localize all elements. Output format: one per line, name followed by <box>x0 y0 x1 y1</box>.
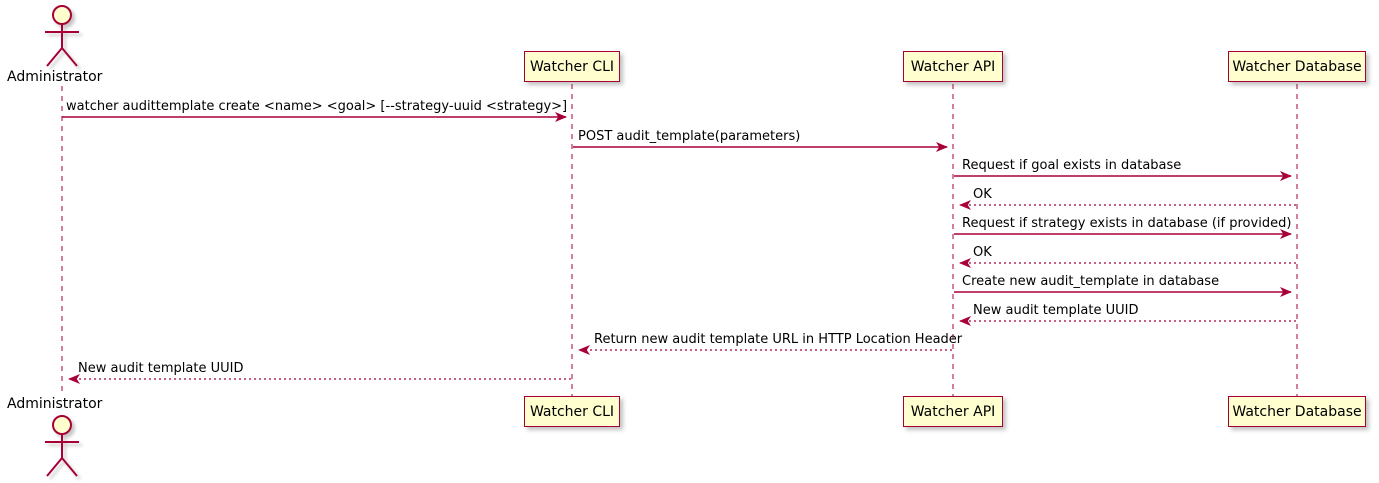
participant-box-api-top[interactable]: Watcher API <box>903 51 1003 82</box>
participant-label-db-bottom: Watcher Database <box>1232 403 1362 420</box>
participant-label-cli-bottom: Watcher CLI <box>529 403 615 420</box>
message-label-3: Request if goal exists in database <box>962 158 1182 173</box>
actor-label-administrator-top: Administrator <box>7 69 103 85</box>
actor-administrator-bottom <box>45 415 79 477</box>
participant-label-api-bottom: Watcher API <box>910 403 996 420</box>
message-label-10: New audit template UUID <box>78 361 244 376</box>
participant-label-api-top: Watcher API <box>910 58 996 75</box>
message-label-9: Return new audit template URL in HTTP Lo… <box>594 332 963 347</box>
message-label-5: Request if strategy exists in database (… <box>962 216 1292 231</box>
participant-box-db-bottom[interactable]: Watcher Database <box>1228 396 1366 427</box>
message-label-6: OK <box>973 245 992 260</box>
participant-box-api-bottom[interactable]: Watcher API <box>903 396 1003 427</box>
participant-box-cli-bottom[interactable]: Watcher CLI <box>524 396 620 427</box>
participant-label-cli-top: Watcher CLI <box>529 58 615 75</box>
message-label-4: OK <box>973 187 992 202</box>
participant-box-db-top[interactable]: Watcher Database <box>1228 51 1366 82</box>
actor-administrator-top <box>45 5 79 67</box>
message-label-7: Create new audit_template in database <box>962 274 1220 289</box>
lifelines <box>61 84 1298 396</box>
message-label-1: watcher audittemplate create <name> <goa… <box>66 99 568 114</box>
participant-box-cli-top[interactable]: Watcher CLI <box>524 51 620 82</box>
message-label-8: New audit template UUID <box>973 303 1139 318</box>
message-label-2: POST audit_template(parameters) <box>578 129 801 144</box>
actor-label-administrator-bottom: Administrator <box>7 396 103 412</box>
message-arrows <box>62 112 1296 384</box>
participant-label-db-top: Watcher Database <box>1232 58 1362 75</box>
